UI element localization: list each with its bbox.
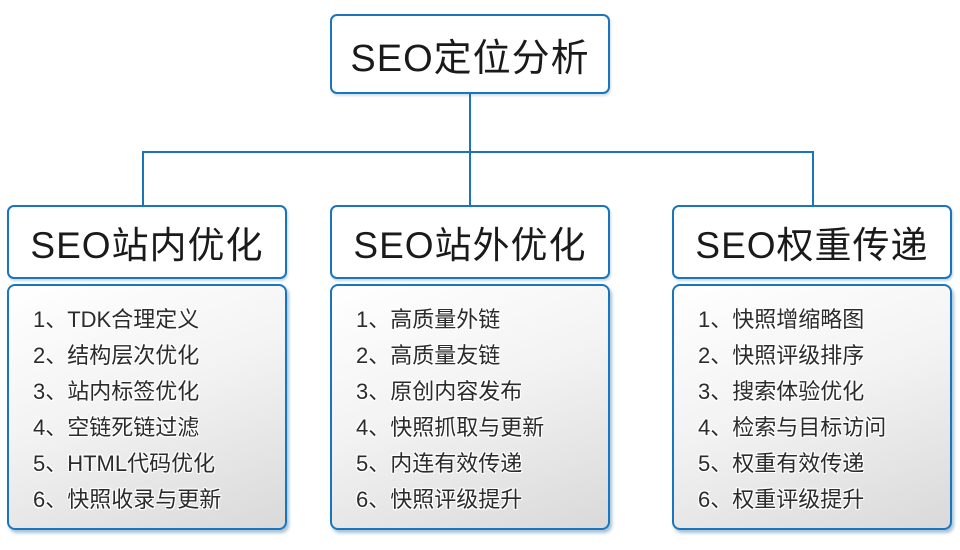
list-item: 2、结构层次优化 xyxy=(33,343,200,368)
list-item: 5、内连有效传递 xyxy=(356,451,523,476)
list-item: 6、快照收录与更新 xyxy=(33,487,222,512)
root-node-label: SEO定位分析 xyxy=(350,37,590,80)
list-item: 3、原创内容发布 xyxy=(356,379,523,404)
list-item: 4、空链死链过滤 xyxy=(33,415,200,440)
branch-header-label: SEO权重传递 xyxy=(695,225,929,266)
list-item: 6、权重评级提升 xyxy=(698,487,865,512)
branch-header-offsite: SEO站外优化 xyxy=(330,205,610,279)
list-item: 4、快照抓取与更新 xyxy=(356,415,545,440)
list-item: 1、快照增缩略图 xyxy=(698,307,865,332)
branch-header-label: SEO站外优化 xyxy=(353,225,587,266)
list-item: 3、站内标签优化 xyxy=(33,379,200,404)
root-node: SEO定位分析 xyxy=(330,14,610,94)
list-item: 1、高质量外链 xyxy=(356,307,501,332)
list-item: 2、高质量友链 xyxy=(356,343,501,368)
branch-list-offsite: 1、高质量外链 2、高质量友链 3、原创内容发布 4、快照抓取与更新 5、内连有… xyxy=(330,284,610,530)
branch-list-onsite: 1、TDK合理定义 2、结构层次优化 3、站内标签优化 4、空链死链过滤 5、H… xyxy=(7,284,287,530)
list-item: 3、搜索体验优化 xyxy=(698,379,865,404)
list-item: 5、权重有效传递 xyxy=(698,451,865,476)
list-item: 2、快照评级排序 xyxy=(698,343,865,368)
branch-header-weight: SEO权重传递 xyxy=(672,205,952,279)
branch-header-onsite: SEO站内优化 xyxy=(7,205,287,279)
branch-header-label: SEO站内优化 xyxy=(30,225,264,266)
list-item: 5、HTML代码优化 xyxy=(33,451,216,476)
list-item: 1、TDK合理定义 xyxy=(33,307,200,332)
list-item: 4、检索与目标访问 xyxy=(698,415,887,440)
branch-list-weight: 1、快照增缩略图 2、快照评级排序 3、搜索体验优化 4、检索与目标访问 5、权… xyxy=(672,284,952,530)
list-item: 6、快照评级提升 xyxy=(356,487,523,512)
